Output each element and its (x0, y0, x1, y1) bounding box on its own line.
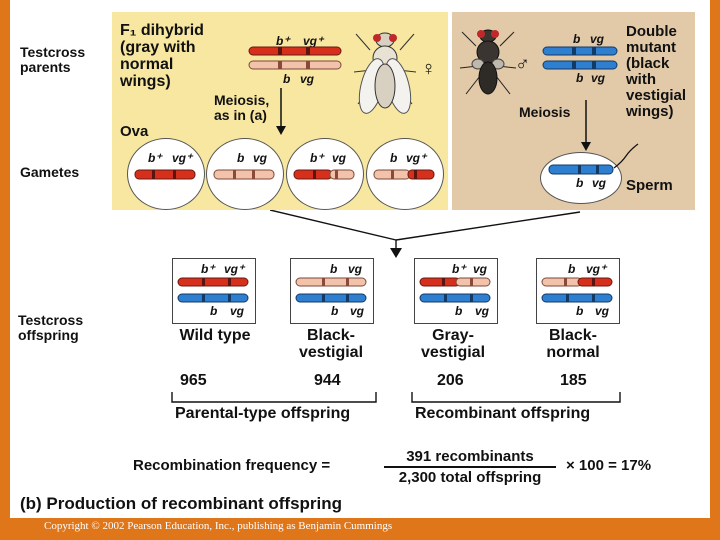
offspring-1-bottom-allele-1: b (210, 304, 218, 318)
phenotype-black-vestigial: Black- vestigial (298, 327, 364, 361)
ovum-1-allele-2: vg⁺ (172, 151, 193, 165)
recombination-frequency-label: Recombination frequency = (133, 457, 331, 474)
fraction-bar (384, 466, 556, 468)
ovum-2-allele-1: b (237, 151, 245, 165)
offspring-3-top-allele-1: b⁺ (452, 262, 466, 276)
offspring-cell-4 (536, 258, 620, 324)
offspring-1-top-allele-1: b⁺ (201, 262, 215, 276)
ovum-4-allele-1: b (390, 151, 398, 165)
recombinant-label: Recombinant offspring (415, 405, 591, 422)
testcross-parents-label: Testcross parents (20, 44, 86, 75)
f1-dihybrid-title: F₁ dihybrid (gray with normal wings) (120, 22, 230, 90)
phenotype-black-normal: Black- normal (546, 327, 600, 361)
ovum-4-allele-2: vg⁺ (406, 151, 427, 165)
f1-dihybrid-text: F₁ dihybrid (gray with normal wings) (120, 22, 204, 90)
figure-caption: (b) Production of recombinant offspring (20, 494, 343, 513)
frame-bottom-border (0, 518, 720, 540)
formula-result: × 100 = 17% (566, 457, 652, 474)
offspring-4-top-allele-2: vg⁺ (586, 262, 607, 276)
sperm-cell (540, 152, 622, 204)
offspring-2-top-allele-2: vg (348, 262, 363, 276)
ovum-1-allele-1: b⁺ (148, 151, 162, 165)
offspring-chromosomes (177, 277, 613, 303)
dm-top-allele-b: b (573, 32, 581, 46)
sperm-tail (613, 143, 639, 169)
meiosis-left-arrow (276, 88, 286, 135)
offspring-3-bottom-allele-2: vg (475, 304, 490, 318)
formula-denominator: 2,300 total offspring (398, 469, 542, 486)
ovum-3-allele-2: vg (332, 151, 347, 165)
parental-type-label: Parental-type offspring (175, 405, 351, 422)
frame-right-border (710, 0, 720, 540)
fertilization-arrow (270, 210, 581, 258)
ovum-2-allele-2: vg (253, 151, 268, 165)
female-fly-illustration (353, 32, 417, 114)
f1-allele-b-plus: b⁺ (276, 34, 290, 48)
dm-top-allele-vg: vg (590, 32, 605, 46)
count-black-vestigial: 944 (314, 372, 341, 389)
phenotype-gray-vestigial: Gray- vestigial (420, 327, 486, 361)
formula-numerator: 391 recombinants (406, 448, 534, 465)
frame-left-border (0, 0, 10, 540)
count-black-normal: 185 (560, 372, 587, 389)
offspring-cell-1 (172, 258, 256, 324)
offspring-cell-2 (290, 258, 374, 324)
offspring-2-bottom-allele-2: vg (350, 304, 365, 318)
female-symbol-icon: ♀ (421, 58, 436, 80)
dm-bottom-allele-b: b (576, 71, 584, 85)
double-mutant-chromosome-pair (542, 46, 618, 70)
sperm-label: Sperm (626, 177, 673, 194)
offspring-4-bottom-allele-2: vg (595, 304, 610, 318)
f1-chromosome-pair (248, 46, 342, 70)
gametes-label: Gametes (20, 164, 80, 180)
offspring-3-top-allele-2: vg (473, 262, 488, 276)
recombinant-bracket (411, 392, 621, 403)
testcross-offspring-label: Testcross offspring (18, 312, 84, 343)
dm-bottom-allele-vg: vg (591, 71, 606, 85)
phenotype-wild-type: Wild type (179, 327, 251, 344)
offspring-1-bottom-allele-2: vg (230, 304, 245, 318)
male-symbol-icon: ♂ (515, 53, 530, 75)
count-wild-type: 965 (180, 372, 207, 389)
parental-bracket (171, 392, 377, 403)
sperm-allele-vg: vg (592, 176, 607, 190)
offspring-1-top-allele-2: vg⁺ (224, 262, 245, 276)
offspring-4-bottom-allele-1: b (576, 304, 584, 318)
sperm-chromosome (548, 164, 614, 175)
f1-allele-vg: vg (300, 72, 315, 86)
meiosis-right-arrow (581, 100, 591, 151)
ovum-3-allele-1: b⁺ (310, 151, 324, 165)
count-gray-vestigial: 206 (437, 372, 464, 389)
f1-allele-vg-plus: vg⁺ (303, 34, 324, 48)
meiosis-right-label: Meiosis (519, 104, 571, 120)
offspring-2-top-allele-1: b (330, 262, 338, 276)
offspring-cell-3 (414, 258, 498, 324)
ova-chromosomes (134, 169, 435, 180)
offspring-3-bottom-allele-1: b (455, 304, 463, 318)
f1-allele-b: b (283, 72, 291, 86)
male-fly-illustration (459, 29, 517, 95)
sperm-allele-b: b (576, 176, 584, 190)
ova-label: Ova (120, 123, 149, 140)
copyright-notice: Copyright © 2002 Pearson Education, Inc.… (44, 520, 393, 532)
offspring-4-top-allele-1: b (568, 262, 576, 276)
offspring-2-bottom-allele-1: b (331, 304, 339, 318)
double-mutant-title: Double mutant (black with vestigial wing… (626, 23, 687, 120)
meiosis-left-label: Meiosis, as in (a) (214, 92, 270, 123)
